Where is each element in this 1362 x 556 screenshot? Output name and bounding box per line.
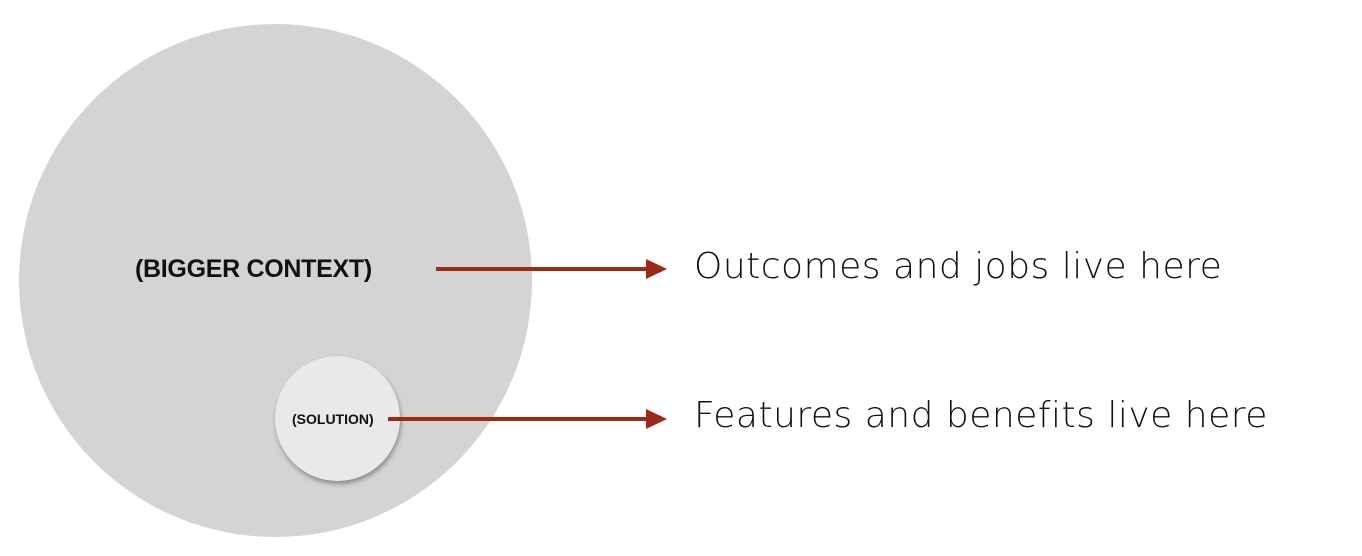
solution-circle [275,356,400,481]
bigger-context-label: (BIGGER CONTEXT) [135,255,372,283]
features-arrow [388,409,667,429]
features-arrow-head [646,409,667,429]
features-text: Features and benefits live here [694,395,1268,436]
solution-label: (SOLUTION) [292,411,374,427]
outcomes-text: Outcomes and jobs live here [694,246,1223,287]
outcomes-arrow-head [646,259,667,279]
bigger-context-circle [19,24,532,537]
outcomes-arrow [436,259,667,279]
